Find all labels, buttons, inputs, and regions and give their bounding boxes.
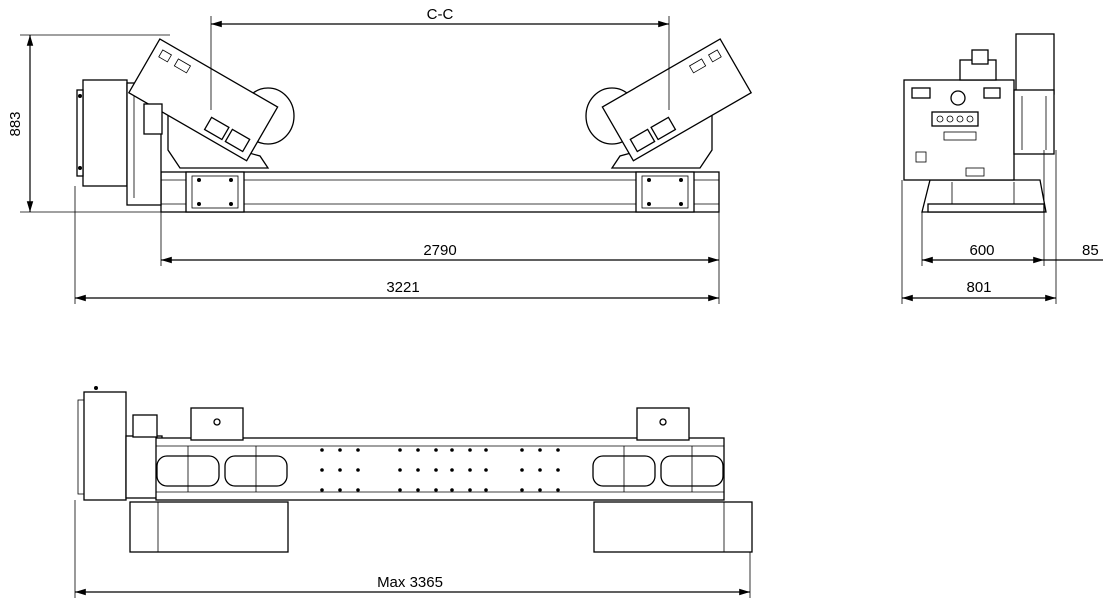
- rail-hole: [468, 488, 472, 492]
- rail-hole: [484, 468, 488, 472]
- top-view: Max 3365: [74, 386, 753, 598]
- rail-hole: [556, 468, 560, 472]
- rail-hole: [450, 468, 454, 472]
- rail-hole: [338, 448, 342, 452]
- rail-hole: [434, 448, 438, 452]
- side-view: 600 85 801: [901, 33, 1103, 304]
- rail-hole: [356, 488, 360, 492]
- rail-hole: [538, 468, 542, 472]
- rail-hole: [398, 468, 402, 472]
- rail-hole: [520, 488, 524, 492]
- rail-hole: [338, 468, 342, 472]
- rail-hole: [356, 448, 360, 452]
- cc-label: C-C: [427, 6, 454, 23]
- rail-hole: [416, 488, 420, 492]
- rail-hole: [338, 488, 342, 492]
- rail-hole: [398, 488, 402, 492]
- rail-hole: [434, 488, 438, 492]
- rail-hole: [320, 448, 324, 452]
- rail-hole: [556, 448, 560, 452]
- rail-hole: [416, 448, 420, 452]
- rail-hole: [434, 468, 438, 472]
- rail-hole: [538, 448, 542, 452]
- rail-hole: [484, 448, 488, 452]
- rail-hole: [520, 448, 524, 452]
- rail-hole: [320, 468, 324, 472]
- rail-length-label: 2790: [423, 242, 456, 259]
- overall-length-label: 3221: [386, 279, 419, 296]
- width-inner-label: 600: [969, 242, 994, 259]
- rail-hole: [416, 468, 420, 472]
- max-length-label: Max 3365: [377, 574, 443, 591]
- rail-hole: [320, 488, 324, 492]
- width-extra-label: 85: [1082, 242, 1099, 259]
- rail-hole: [468, 468, 472, 472]
- front-view: C-C 883 2790 3221: [7, 6, 753, 304]
- rail-hole: [450, 488, 454, 492]
- rail-hole: [356, 468, 360, 472]
- rail-hole: [484, 488, 488, 492]
- rail-hole: [520, 468, 524, 472]
- rail-hole: [468, 448, 472, 452]
- rail-hole: [398, 448, 402, 452]
- rail-hole: [538, 488, 542, 492]
- height-label: 883: [7, 111, 24, 136]
- rail-hole: [556, 488, 560, 492]
- rail-hole: [450, 448, 454, 452]
- width-overall-label: 801: [966, 279, 991, 296]
